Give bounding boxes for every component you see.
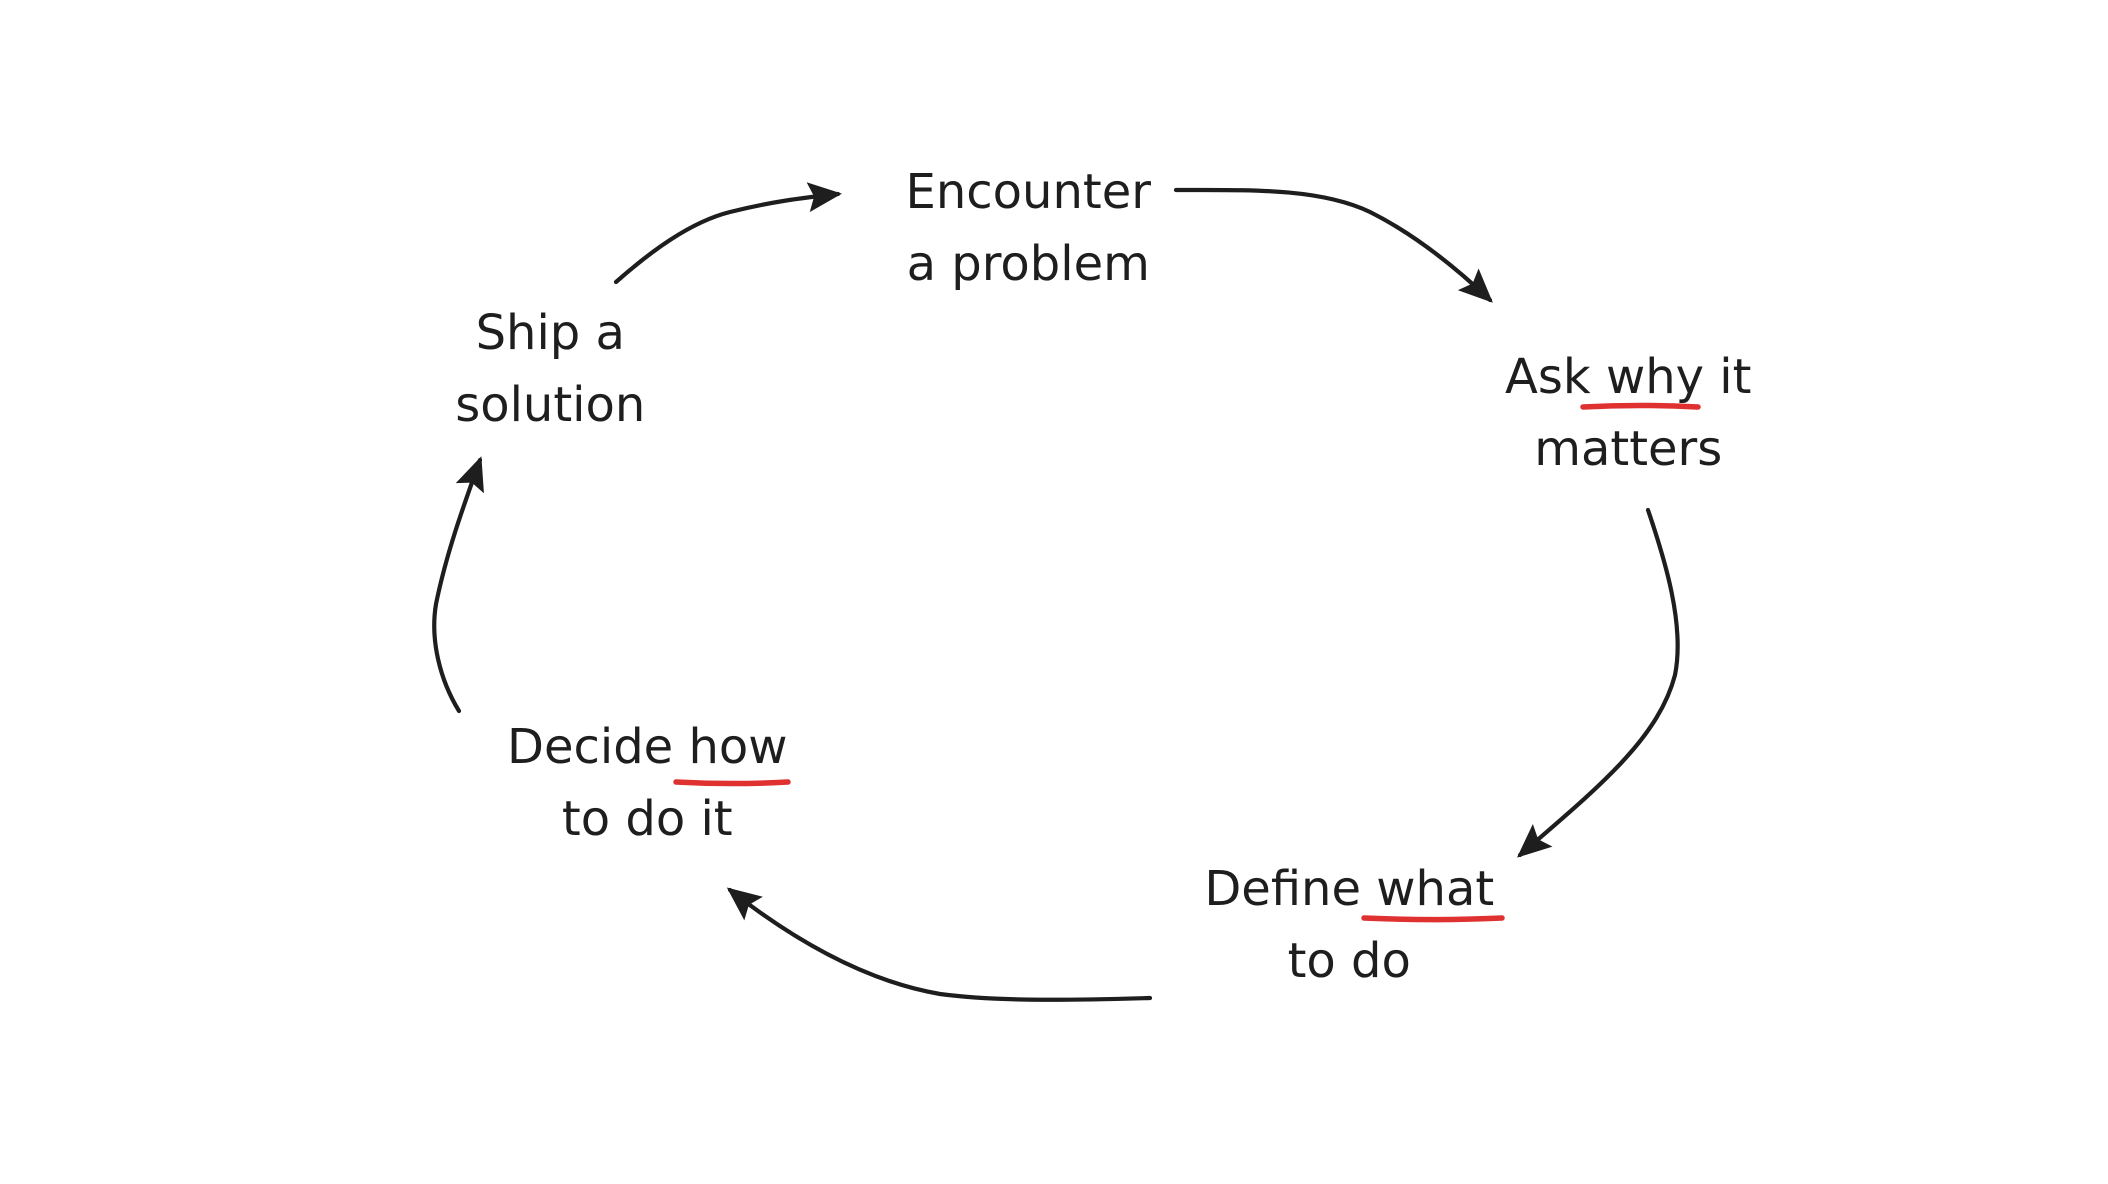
node-decide-line2: to do it bbox=[562, 791, 733, 847]
svg-text:Encounter: Encounter bbox=[799, 164, 1228, 220]
svg-text:Ship a: Ship a bbox=[369, 305, 701, 361]
arrow-encounter-to-ask bbox=[1173, 187, 1493, 303]
node-encounter-line1: Encounter bbox=[906, 164, 1152, 220]
node-ask-line1-pre: Ask bbox=[1505, 349, 1606, 405]
emphasis-underline-why bbox=[1580, 402, 1701, 410]
node-ask-why: Ask why it matters bbox=[1398, 349, 1828, 477]
svg-text:Decide how: Decide how bbox=[400, 719, 864, 775]
svg-text:Ask why it: Ask why it bbox=[1398, 349, 1828, 405]
node-define-line2: to do bbox=[1288, 933, 1411, 989]
svg-text:to do: to do bbox=[1181, 933, 1487, 989]
node-ask-line1-post: it bbox=[1704, 349, 1751, 405]
arrow-decide-to-ship bbox=[432, 456, 484, 714]
arrow-ask-to-define bbox=[1516, 507, 1680, 858]
node-define-what: Define what to do bbox=[1098, 861, 1571, 989]
emphasis-underline-what bbox=[1361, 915, 1505, 923]
node-ask-emphasis-why: why bbox=[1606, 349, 1704, 405]
svg-text:Define what: Define what bbox=[1098, 861, 1571, 917]
svg-text:solution: solution bbox=[348, 377, 721, 433]
svg-text:to do it: to do it bbox=[455, 791, 809, 847]
svg-text:matters: matters bbox=[1427, 421, 1798, 477]
node-encounter-line2: a problem bbox=[907, 236, 1150, 292]
node-ship-solution: Ship a solution bbox=[348, 305, 721, 433]
node-define-emphasis-what: what bbox=[1376, 861, 1494, 917]
node-decide-how: Decide how to do it bbox=[400, 719, 864, 847]
node-encounter-problem: Encounter a problem bbox=[799, 164, 1228, 292]
node-ship-line2: solution bbox=[455, 377, 645, 433]
node-ship-line1: Ship a bbox=[476, 305, 625, 361]
emphasis-underline-how bbox=[673, 779, 791, 787]
arrow-define-to-decide bbox=[726, 887, 1153, 1002]
node-ask-line2: matters bbox=[1534, 421, 1722, 477]
node-decide-emphasis-how: how bbox=[688, 719, 787, 775]
svg-text:a problem: a problem bbox=[800, 236, 1226, 292]
node-decide-line1-pre: Decide bbox=[507, 719, 688, 775]
node-define-line1-pre: Define bbox=[1204, 861, 1376, 917]
arrow-ship-to-encounter bbox=[613, 182, 842, 285]
